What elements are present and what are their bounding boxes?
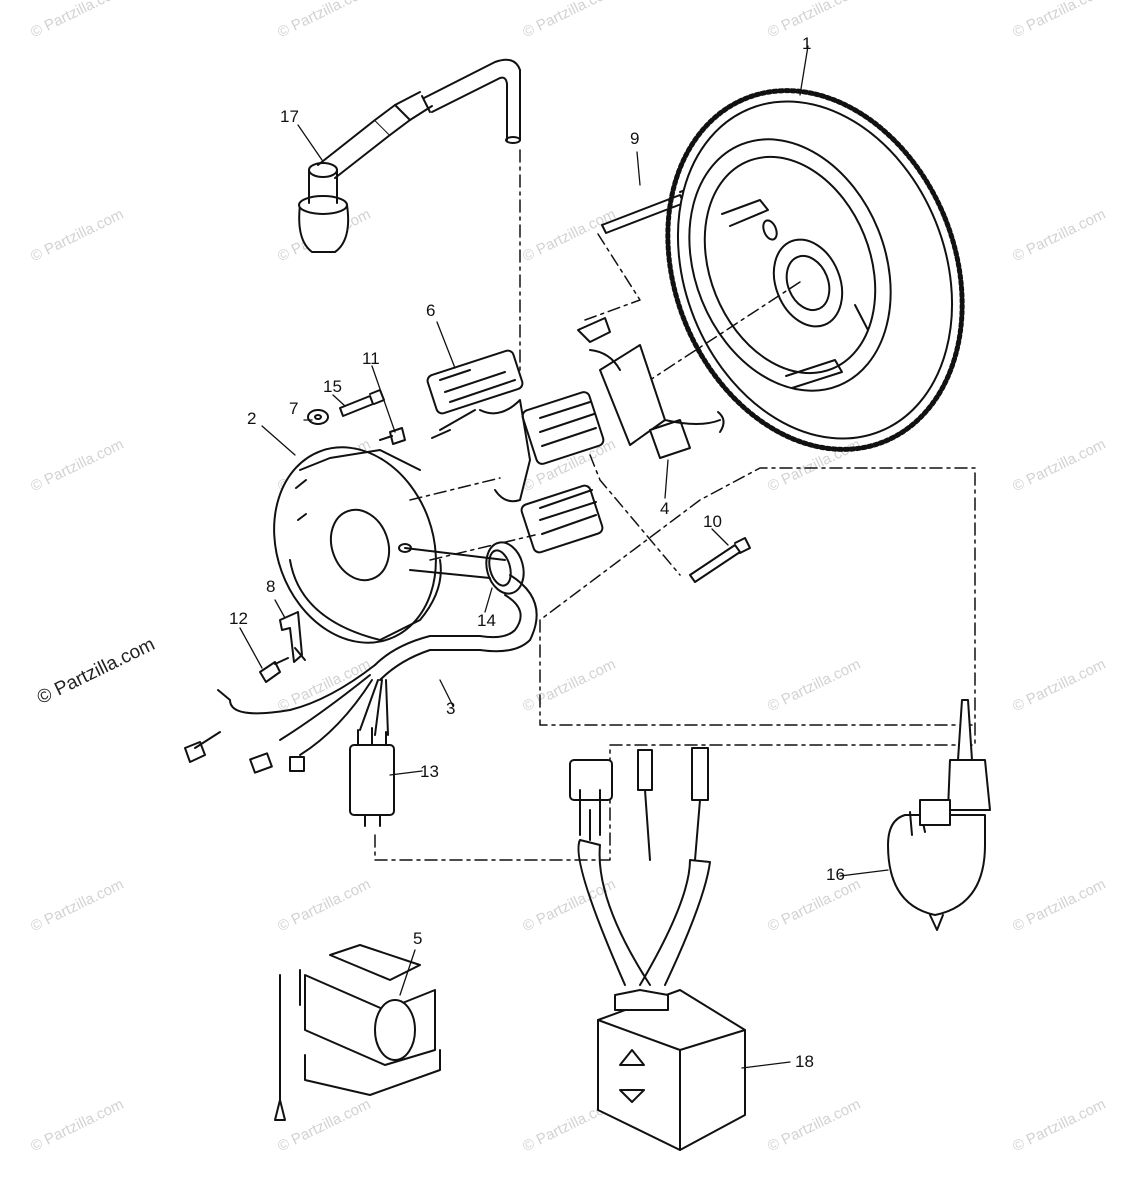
ignition-coil (887, 699, 991, 931)
lighting-coil (577, 317, 725, 459)
callout-16: 16 (826, 865, 845, 884)
wire-harness (184, 574, 538, 774)
callout-5: 5 (413, 929, 423, 948)
callout-11: 11 (362, 349, 380, 368)
callout-10: 10 (703, 512, 722, 531)
callout-2: 2 (247, 409, 257, 428)
stator-plate (273, 446, 442, 644)
callout-3: 3 (446, 699, 456, 718)
callout-9: 9 (630, 129, 640, 148)
callout-leaders (239, 45, 889, 1069)
callout-6: 6 (426, 301, 436, 320)
screw-15 (339, 389, 385, 417)
leader-line (649, 281, 801, 381)
leader-line (584, 233, 641, 321)
washer-7-hole (314, 414, 322, 420)
connector-13 (349, 727, 395, 827)
flywheel (665, 88, 965, 452)
starter-solenoid (274, 944, 441, 1121)
callout-8: 8 (266, 577, 276, 596)
bolt-12 (259, 657, 289, 683)
callout-13: 13 (420, 762, 439, 781)
callout-7: 7 (289, 399, 299, 418)
screw-11 (379, 427, 406, 445)
callout-1: 1 (802, 34, 812, 53)
exciter-coils (426, 349, 605, 554)
leader-line (409, 454, 681, 576)
bracket-8 (279, 611, 306, 663)
callout-17: 17 (280, 107, 299, 126)
leader-line (374, 467, 976, 861)
callout-4: 4 (660, 499, 670, 518)
cdi-module (569, 747, 746, 1151)
callout-14: 14 (477, 611, 496, 630)
washer-7 (307, 409, 329, 425)
grommet (404, 541, 525, 595)
screw-10 (689, 537, 751, 583)
spark-plug-cap (298, 58, 521, 253)
callout-18: 18 (795, 1052, 814, 1071)
callout-15: 15 (323, 377, 342, 396)
callout-12: 12 (229, 609, 248, 628)
